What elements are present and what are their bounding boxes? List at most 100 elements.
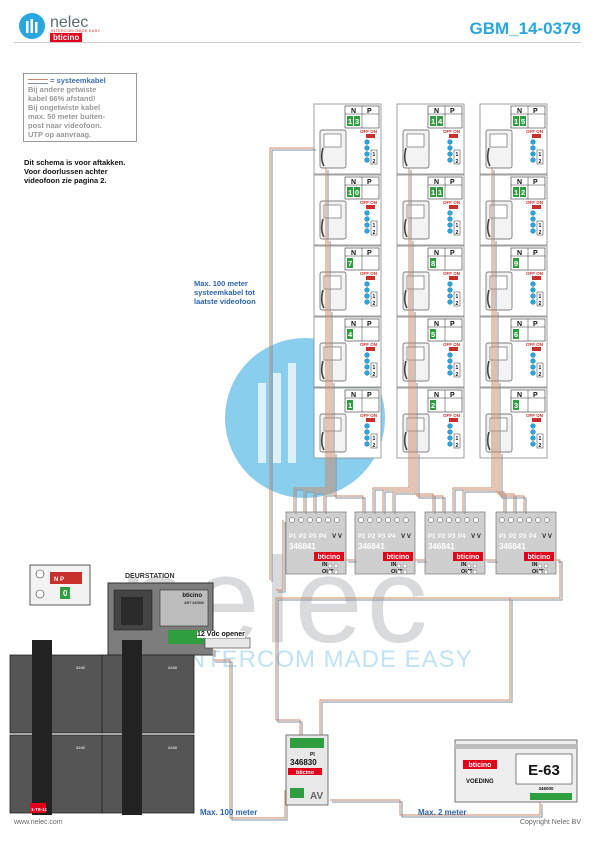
terminal-label: 2 (373, 443, 376, 449)
p-label: P (533, 250, 538, 257)
interface-terminals (290, 738, 324, 748)
address-digit: 5 (521, 117, 525, 126)
handset-cord (320, 147, 325, 167)
p-label: P (533, 179, 538, 186)
terminal-screw (530, 299, 536, 305)
terminal-screw (447, 364, 453, 370)
supply-cable-a (330, 799, 541, 816)
terminal-label-box (536, 149, 544, 165)
off-on-switch (532, 418, 541, 422)
terminal-label: 2 (539, 372, 542, 378)
opener-label: 12 Vdc opener (197, 631, 245, 638)
terminal-label: 1 (373, 223, 376, 229)
off-on-label: OFF ON (526, 413, 543, 418)
p-label: P (533, 392, 538, 399)
terminal-screw (364, 216, 370, 222)
apartment-cable-a (313, 310, 331, 512)
distributor-screw (334, 517, 340, 523)
distributor-screw (543, 569, 549, 575)
distributor-screw (472, 569, 478, 575)
control-module (159, 589, 209, 627)
address-cell (513, 258, 519, 268)
n-label: N (434, 179, 439, 186)
terminal-screw (364, 281, 370, 287)
apartment-cable-a (333, 452, 364, 512)
in-label: IN (391, 562, 397, 568)
handset-cord (403, 289, 408, 309)
terminal-label: 2 (373, 301, 376, 307)
port-label: P1 (499, 534, 507, 540)
terminal-label: 1 (539, 436, 542, 442)
terminal-screw (447, 429, 453, 435)
terminal-label-box (536, 291, 544, 307)
door-terminals (168, 630, 204, 644)
p-label: P (367, 250, 372, 257)
apartment-cable-a (499, 452, 525, 512)
terminal-label: 1 (456, 223, 459, 229)
off-on-label: OFF ON (360, 271, 377, 276)
door-station-title: DEURSTATION (125, 573, 175, 580)
terminal-label-box (370, 220, 378, 236)
module-code: 2240 (76, 665, 86, 670)
nelec-logo-icon (19, 13, 45, 39)
apartment-cable-a (452, 168, 493, 512)
apartment-cable-b (325, 383, 335, 514)
port-label: P3 (378, 534, 386, 540)
port-label: P3 (309, 534, 317, 540)
n-label: N (517, 392, 522, 399)
terminal-screw (364, 287, 370, 293)
distributor-code: 346841 (358, 542, 385, 551)
address-digit: 2 (521, 188, 525, 197)
terminal-label: 1 (373, 294, 376, 300)
distributor-brand: bticino (457, 554, 480, 561)
door-opener-icon (204, 637, 251, 649)
n-label: N (434, 392, 439, 399)
terminal-screw (530, 435, 536, 441)
in-label: IN (322, 562, 328, 568)
terminal-label-box (536, 220, 544, 236)
trunk-cable-a (275, 559, 561, 735)
n-label: N (517, 179, 522, 186)
videophone-screen (323, 204, 342, 219)
terminal-screw (447, 352, 453, 358)
distributor-screw (464, 517, 470, 523)
terminal-screw (364, 293, 370, 299)
terminal-label: 2 (539, 159, 542, 165)
address-digit: 9 (514, 259, 518, 268)
terminal-screw (530, 429, 536, 435)
door-address-cell (60, 587, 70, 599)
n-label: N (351, 321, 356, 328)
terminal-screw (447, 287, 453, 293)
ts-badge (30, 803, 46, 813)
address-cell (513, 400, 519, 410)
supply-badge (463, 760, 497, 769)
port-label: P1 (289, 534, 297, 540)
terminal-label: 2 (456, 372, 459, 378)
terminal-label: 2 (373, 372, 376, 378)
port-label: P3 (519, 534, 527, 540)
terminal-label: 2 (539, 443, 542, 449)
door-model: ART 342560 (184, 601, 204, 605)
riser-link-a (276, 520, 284, 591)
terminal-screw (530, 222, 536, 228)
terminal-label-box (453, 220, 461, 236)
address-cell (347, 187, 353, 197)
off-on-switch (366, 205, 375, 209)
distributor-screw (385, 517, 391, 523)
distributor-screw (333, 563, 339, 569)
address-cell (354, 187, 360, 197)
off-on-switch (532, 205, 541, 209)
terminal-label-box (536, 362, 544, 378)
apartment-cable-a (382, 239, 412, 512)
p-label: P (367, 108, 372, 115)
apartment-cable-a (323, 381, 333, 512)
off-on-label: OFF ON (443, 129, 460, 134)
terminal-screw (530, 441, 536, 447)
address-digit: 3 (355, 117, 359, 126)
address-digit: 1 (348, 188, 352, 197)
